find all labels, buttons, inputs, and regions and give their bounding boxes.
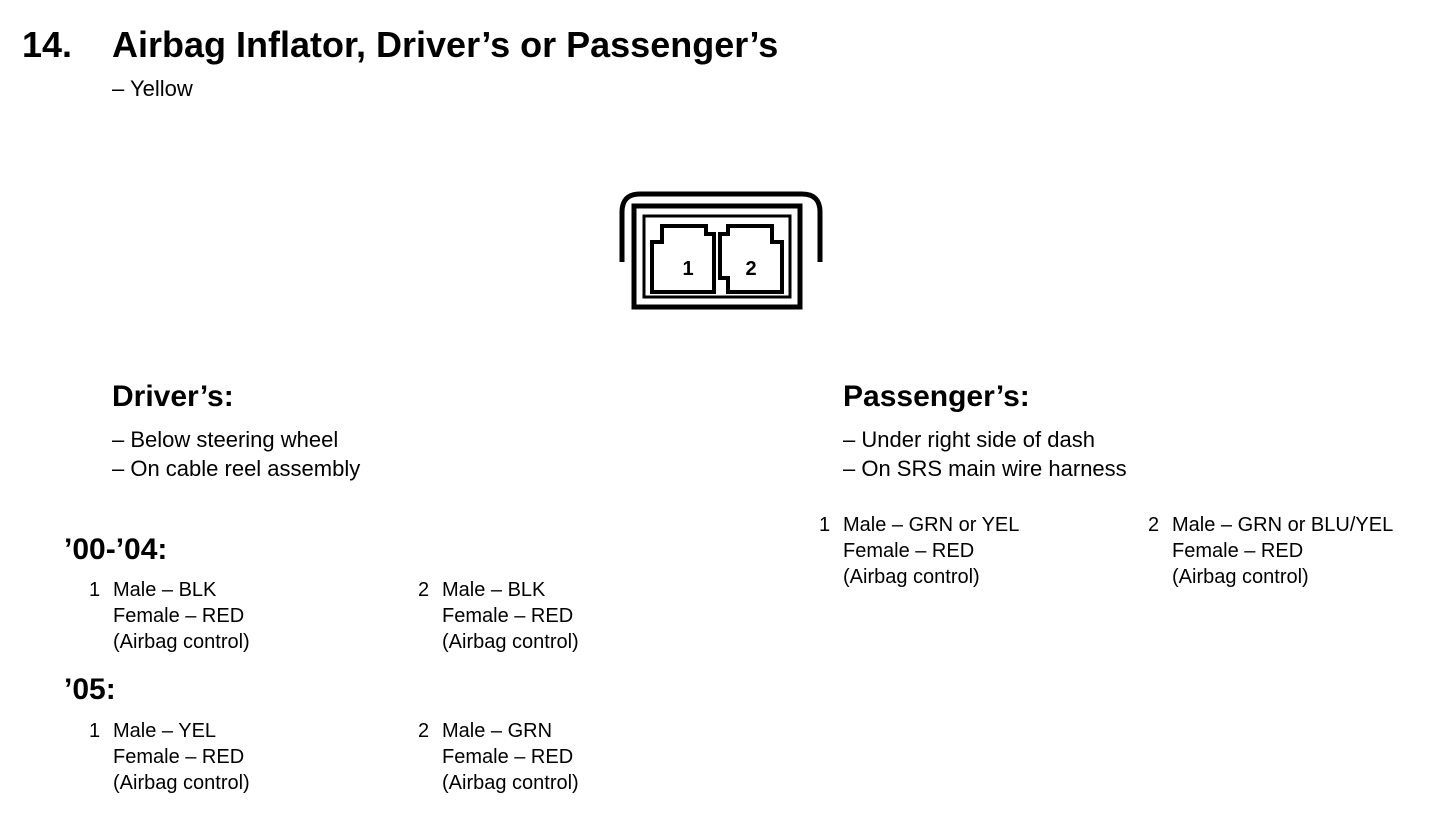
pin-male-wire: Male – BLK [113,579,217,601]
pin-number: 2 [1148,514,1160,536]
pin-female-wire: Female – RED [1172,540,1304,562]
pin-male-wire: Male – GRN or BLU/YEL [1172,514,1394,536]
passengers-pin-2: 2 Male – GRN or BLU/YEL Female – RED (Ai… [1148,512,1448,592]
connector-color: – Yellow [112,76,193,101]
pin-number: 2 [418,579,430,601]
connector-latch [619,191,823,262]
connector-cavity [642,214,792,299]
pin-female-wire: Female – RED [113,605,245,627]
connector-housing [631,203,803,310]
passengers-pin-1: 1 Male – GRN or YEL Female – RED (Airbag… [819,512,1119,592]
pin-number: 1 [89,579,101,601]
drivers-05-pin-2: 2 Male – GRN Female – RED (Airbag contro… [418,718,678,798]
pin-female-wire: Female – RED [113,746,245,768]
pin-note: (Airbag control) [113,772,250,794]
pin-male-wire: Male – GRN [442,720,553,742]
passengers-heading: Passenger’s: [843,380,1030,413]
pin-female-wire: Female – RED [843,540,975,562]
pin-number: 1 [89,720,101,742]
pin-note: (Airbag control) [843,566,980,588]
pin-number: 2 [418,720,430,742]
pin-male-wire: Male – BLK [442,579,546,601]
pin-male-wire: Male – GRN or YEL [843,514,1020,536]
pin-note: (Airbag control) [113,631,250,653]
pin-1-terminal [650,224,716,294]
pin-1-label: 1 [682,258,693,280]
drivers-00-04-pin-1: 1 Male – BLK Female – RED (Airbag contro… [89,577,349,657]
pin-male-wire: Male – YEL [113,720,217,742]
year-range-05: ’05: [64,673,116,706]
page-title: Airbag Inflator, Driver’s or Passenger’s [112,24,779,65]
pin-female-wire: Female – RED [442,605,574,627]
drivers-heading: Driver’s: [112,380,234,413]
pin-2-label: 2 [745,258,756,280]
two-pin-connector-icon: 1 2 [610,182,830,322]
drivers-00-04-pin-2: 2 Male – BLK Female – RED (Airbag contro… [418,577,678,657]
drivers-05-pin-1: 1 Male – YEL Female – RED (Airbag contro… [89,718,349,798]
section-number: 14. [22,24,73,65]
passengers-location-2: – On SRS main wire harness [843,456,1127,481]
pin-2-terminal [718,224,784,294]
drivers-location-1: – Below steering wheel [112,427,339,452]
drivers-location-2: – On cable reel assembly [112,456,361,481]
pin-female-wire: Female – RED [442,746,574,768]
pin-note: (Airbag control) [442,631,579,653]
pin-number: 1 [819,514,831,536]
year-range-00-04: ’00-’04: [64,533,168,566]
passengers-location-1: – Under right side of dash [843,427,1095,452]
connector-diagram: 1 2 [619,191,823,310]
pin-note: (Airbag control) [442,772,579,794]
pin-note: (Airbag control) [1172,566,1309,588]
